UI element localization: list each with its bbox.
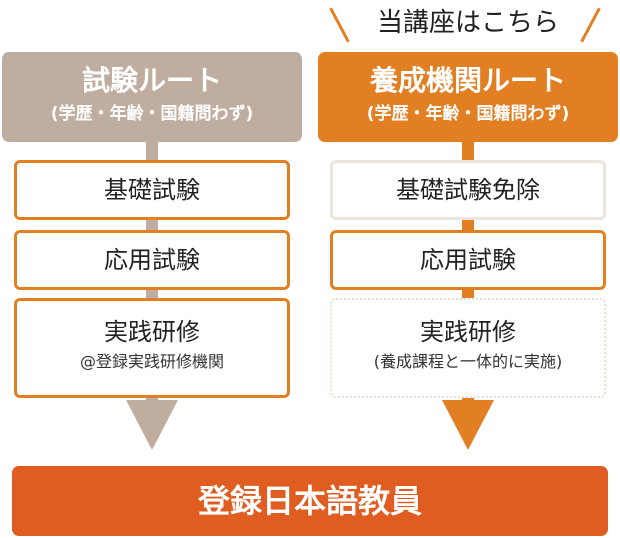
left-route-header: 試験ルート (学歴・年齢・国籍問わず) xyxy=(2,52,302,142)
step-title: 基礎試験免除 xyxy=(396,176,540,204)
callout-label: 当講座はこちら xyxy=(376,8,559,38)
step-title: 基礎試験 xyxy=(104,176,200,204)
right-step-applied-exam: 応用試験 xyxy=(330,230,606,290)
left-step-basic-exam: 基礎試験 xyxy=(14,160,290,220)
left-arrow-head xyxy=(126,400,178,450)
step-title: 応用試験 xyxy=(104,246,200,274)
left-step-applied-exam: 応用試験 xyxy=(14,230,290,290)
left-route-title: 試験ルート xyxy=(81,64,222,97)
right-route-header: 養成機関ルート (学歴・年齢・国籍問わず) xyxy=(318,52,618,142)
right-step-practicum: 実践研修 (養成課程と一体的に実施) xyxy=(330,298,606,398)
step-title: 実践研修 xyxy=(104,318,200,346)
result-registered-teacher: 登録日本語教員 xyxy=(12,466,608,536)
right-step-basic-exam-exempt: 基礎試験免除 xyxy=(330,160,606,220)
left-route-subtitle: (学歴・年齢・国籍問わず) xyxy=(50,104,254,124)
step-title: 実践研修 xyxy=(420,318,516,346)
step-note: @登録実践研修機関 xyxy=(79,352,224,371)
right-route-title: 養成機関ルート xyxy=(369,64,566,97)
left-step-practicum: 実践研修 @登録実践研修機関 xyxy=(14,298,290,398)
step-note: (養成課程と一体的に実施) xyxy=(373,352,563,371)
right-route-subtitle: (学歴・年齢・国籍問わず) xyxy=(366,104,570,124)
right-arrow-head xyxy=(442,400,494,450)
step-title: 応用試験 xyxy=(420,246,516,274)
